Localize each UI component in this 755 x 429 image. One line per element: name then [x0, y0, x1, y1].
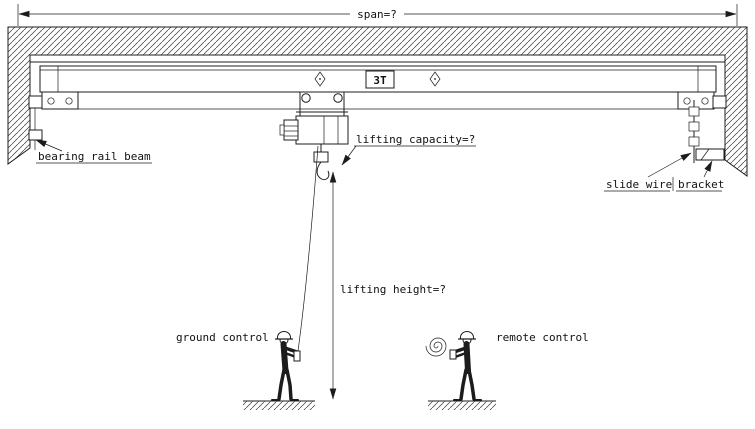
coiled-cable-icon: [425, 337, 447, 357]
capacity-badge-label: 3T: [373, 74, 387, 87]
hoist-motor: [279, 119, 299, 141]
slide-wire-label: slide wire: [606, 178, 672, 191]
hard-hat-icon: [460, 331, 474, 340]
hook-block: [313, 151, 329, 163]
labels: bearing rail beam lifting capacity=? lif…: [36, 133, 724, 344]
hoist-body: [295, 115, 349, 145]
bearing-rail-beam-left: [28, 95, 43, 150]
bridge-girder: 3T: [28, 61, 727, 150]
ground-hatch-right: [428, 400, 496, 410]
end-truck-left: [41, 91, 79, 110]
building-structure: [7, 26, 748, 177]
pendant-cable: [297, 145, 319, 352]
wall-bracket: [695, 148, 725, 161]
remote-control-label: remote control: [496, 331, 589, 344]
capacity-badge: 3T: [365, 70, 395, 89]
ground-hatch-left: [243, 400, 315, 410]
lifting-capacity-label: lifting capacity=?: [356, 133, 475, 146]
bearing-rail-beam-label: bearing rail beam: [38, 150, 151, 163]
bracket-label: bracket: [678, 178, 724, 191]
hoist-trolley: [279, 92, 349, 181]
remote-control-icon: [449, 349, 457, 360]
ground-control-operator: [271, 331, 301, 401]
lifting-height-label: lifting height=?: [340, 283, 446, 296]
hook-icon: [316, 161, 330, 181]
ground-control-label: ground control: [176, 331, 269, 344]
slide-wire-assembly: [688, 100, 725, 163]
span-label: span=?: [357, 8, 397, 21]
bearing-rail-beam-right: [712, 95, 727, 109]
span-dimension: span=?: [17, 4, 738, 26]
leader-lines: [35, 139, 713, 178]
remote-control-operator: [425, 331, 482, 401]
lift-point-marker-right: [429, 71, 441, 87]
lift-point-marker-left: [314, 71, 326, 87]
end-truck-right: [677, 91, 715, 110]
pendant-control-icon: [293, 350, 301, 362]
hard-hat-icon: [277, 331, 291, 340]
